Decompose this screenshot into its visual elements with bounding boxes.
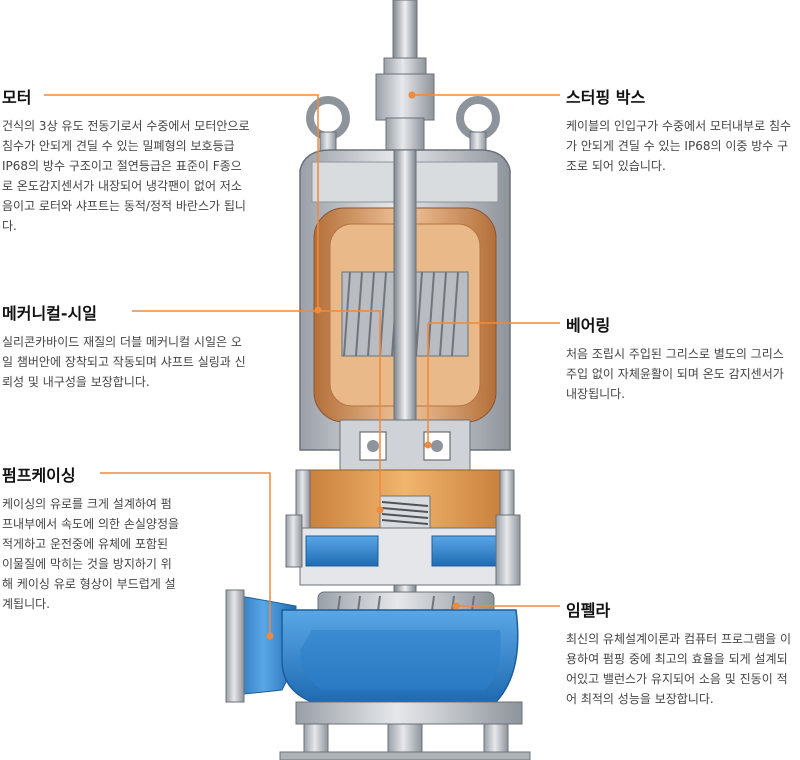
- leader-motor: [44, 94, 319, 310]
- stuffing-box-part: [375, 0, 435, 159]
- pump-base: [279, 701, 531, 760]
- label-stuffing-box-title: 스터핑 박스: [566, 88, 646, 107]
- label-bearing-title: 베어링: [566, 316, 611, 335]
- leader-seal: [132, 310, 381, 510]
- bearing-part: [339, 419, 471, 471]
- label-stuffing-box: 스터핑 박스 케이블의 인입구가 수중에서 모터내부로 침수가 안되게 견딜 수…: [566, 84, 798, 176]
- leader-dots: [266, 91, 460, 640]
- label-motor-title: 모터: [2, 88, 32, 107]
- label-stuffing-box-desc: 케이블의 인입구가 수중에서 모터내부로 침수가 안되게 견딜 수 있는 IP6…: [566, 119, 792, 173]
- label-pump-casing-desc: 케이싱의 유로를 크게 설계하여 펌프내부에서 속도에 의한 손실양정을 적게하…: [2, 497, 180, 611]
- pump-volute-upper: [285, 514, 521, 586]
- leader-bearing: [427, 322, 560, 445]
- label-pump-casing: 펌프케이싱 케이싱의 유로를 크게 설계하여 펌프내부에서 속도에 의한 손실양…: [2, 462, 182, 614]
- label-motor: 모터 건식의 3상 유도 전동기로서 수중에서 모터안으로 침수가 안되게 견딜…: [2, 84, 250, 236]
- label-impeller-desc: 최신의 유체설계이론과 컴퓨터 프로그램을 이용하여 펌핑 중에 최고의 효율을…: [566, 632, 792, 706]
- label-motor-desc: 건식의 3상 유도 전동기로서 수중에서 모터안으로 침수가 안되게 견딜 수 …: [2, 119, 250, 233]
- label-impeller: 임펠라 최신의 유체설계이론과 컴퓨터 프로그램을 이용하여 펌핑 중에 최고의…: [566, 597, 798, 709]
- label-mech-seal-title: 메커니컬-시일: [2, 304, 97, 323]
- label-bearing-desc: 처음 조립시 주입된 그리스로 별도의 그리스 주입 없이 자체윤활이 되며 온…: [566, 347, 784, 401]
- lifting-eye-right: [456, 96, 500, 155]
- label-mech-seal: 메커니컬-시일 실리콘카바이드 재질의 더블 메커니컬 시일은 오일 챔버안에 …: [2, 300, 250, 392]
- label-mech-seal-desc: 실리콘카바이드 재질의 더블 메커니컬 시일은 오일 챔버안에 장착되고 작동되…: [2, 335, 246, 389]
- leader-lines: [44, 94, 560, 636]
- mechanical-seal-part: [379, 495, 431, 531]
- lifting-eye-left: [306, 96, 350, 155]
- label-pump-casing-title: 펌프케이싱: [2, 466, 76, 485]
- label-impeller-title: 임펠라: [566, 601, 611, 620]
- pump-casing-part: [225, 589, 519, 703]
- leader-casing: [100, 472, 271, 636]
- label-bearing: 베어링 처음 조립시 주입된 그리스로 별도의 그리스 주입 없이 자체윤활이 …: [566, 312, 798, 404]
